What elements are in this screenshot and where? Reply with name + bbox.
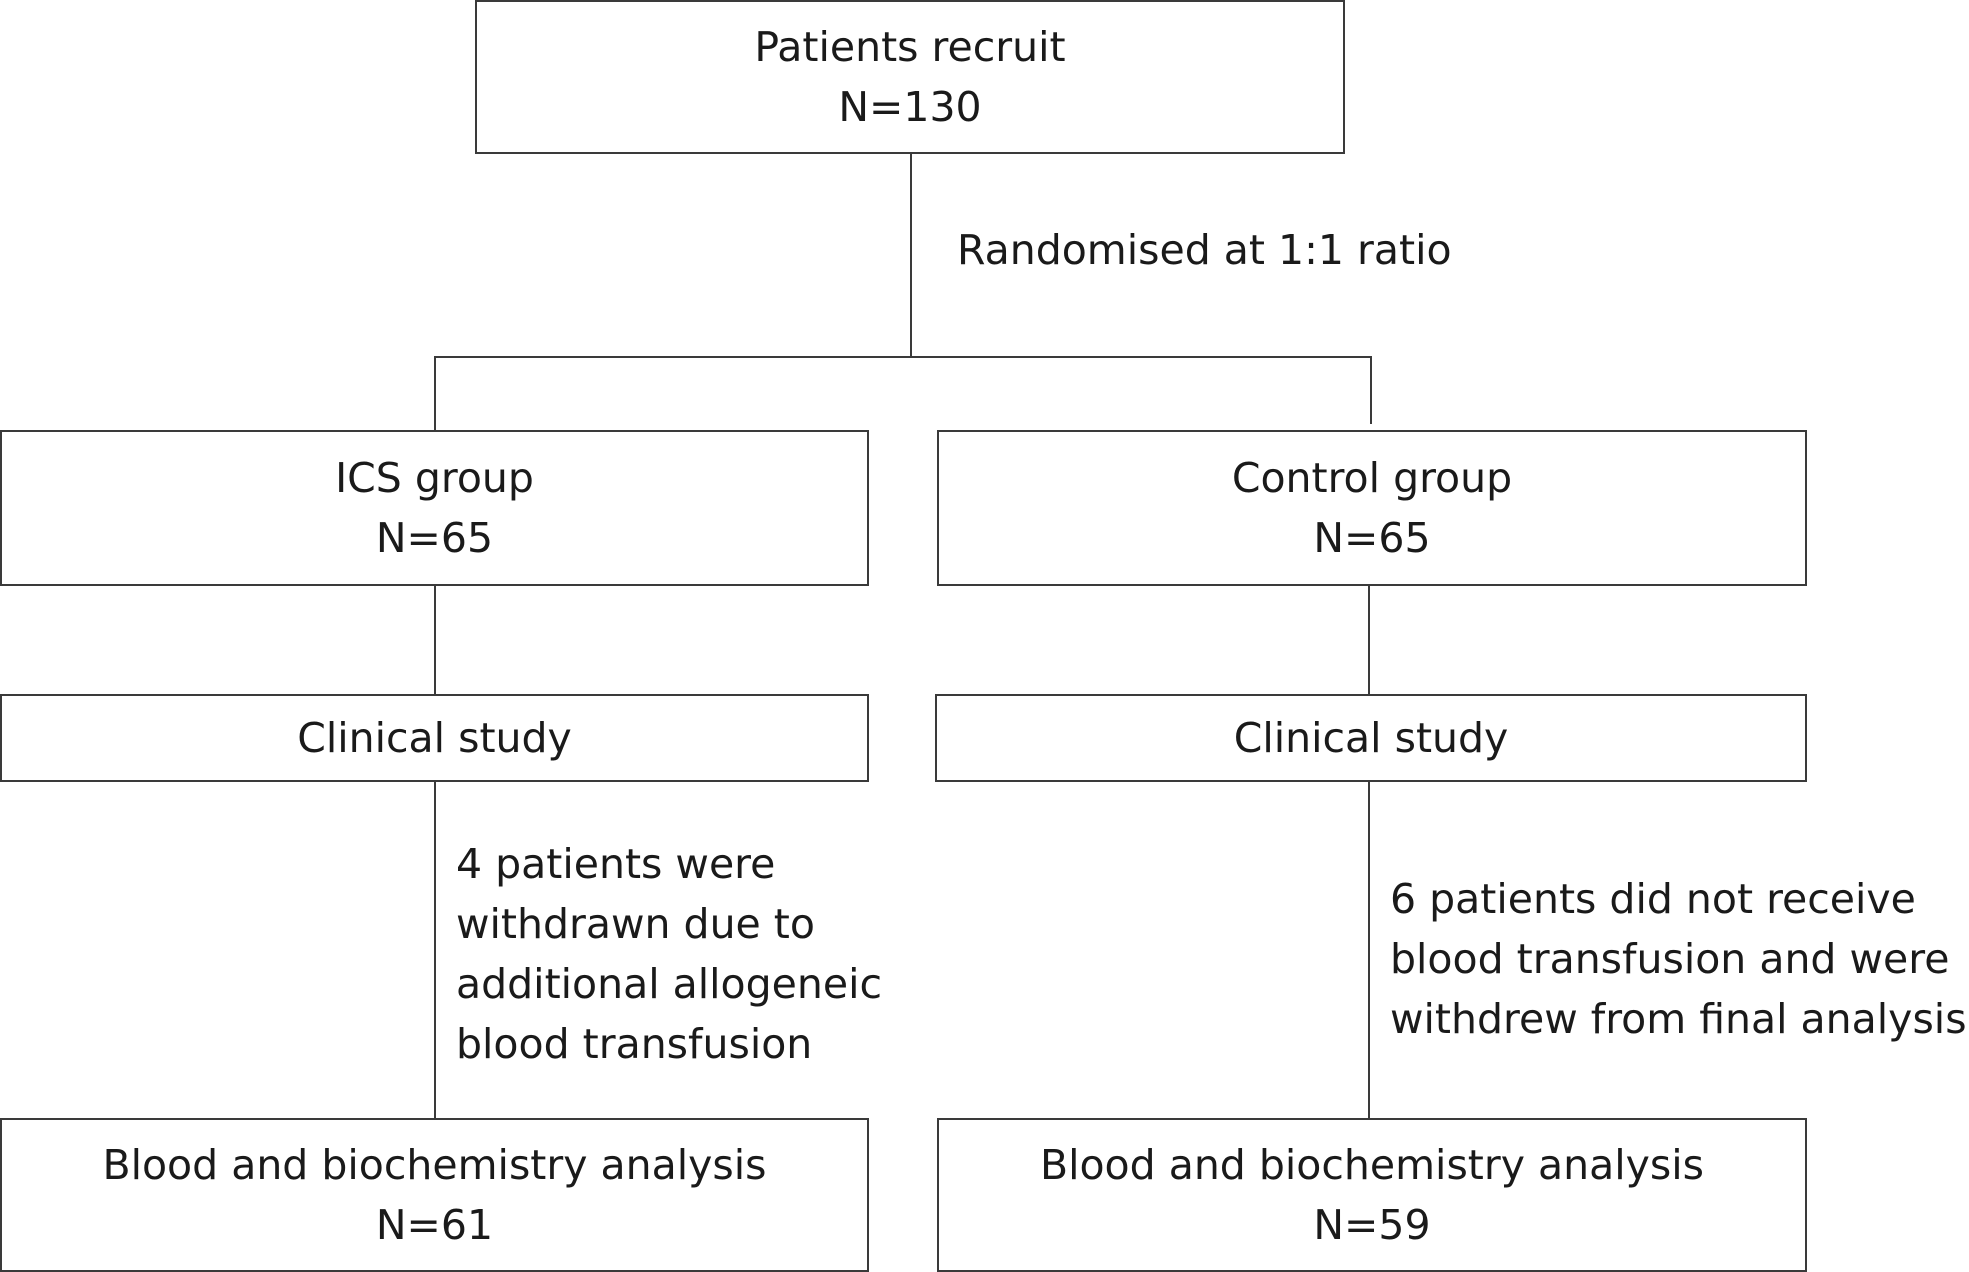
control-withdrawal-note-line: blood transfusion and were — [1390, 935, 1950, 983]
ics-clinical-study-box: Clinical study — [0, 694, 869, 782]
connector-ics-group-to-clinical — [434, 584, 436, 696]
ics-withdrawal-note-line: 4 patients were — [456, 840, 776, 888]
connector-recruit-down — [910, 152, 912, 358]
ics-withdrawal-note-line: withdrawn due to — [456, 900, 815, 948]
recruit-count: N=130 — [838, 83, 982, 131]
ics-withdrawal-note: 4 patients were withdrawn due to additio… — [456, 834, 882, 1074]
connector-ics-clinical-to-analysis — [434, 780, 436, 1120]
connector-split-horizontal — [434, 356, 1372, 358]
ics-group-box: ICS group N=65 — [0, 430, 869, 586]
ics-group-title: ICS group — [335, 454, 534, 502]
control-analysis-title: Blood and biochemistry analysis — [1039, 1141, 1705, 1189]
connector-to-control-group — [1370, 356, 1372, 424]
recruit-title: Patients recruit — [754, 23, 1066, 71]
recruit-box: Patients recruit N=130 — [475, 0, 1345, 154]
control-group-count: N=65 — [1313, 514, 1431, 562]
control-group-title: Control group — [1231, 454, 1513, 502]
control-withdrawal-note: 6 patients did not receive blood transfu… — [1390, 869, 1967, 1049]
control-analysis-count: N=59 — [1313, 1201, 1431, 1249]
ics-analysis-box: Blood and biochemistry analysis N=61 — [0, 1118, 869, 1272]
ics-clinical-study-label: Clinical study — [297, 714, 572, 762]
ics-group-count: N=65 — [375, 514, 494, 562]
control-clinical-study-box: Clinical study — [935, 694, 1807, 782]
connector-control-group-to-clinical — [1368, 584, 1370, 696]
connector-to-ics-group — [434, 356, 436, 432]
ics-analysis-title: Blood and biochemistry analysis — [102, 1141, 767, 1189]
control-withdrawal-note-line: 6 patients did not receive — [1390, 875, 1916, 923]
randomisation-label: Randomised at 1:1 ratio — [957, 220, 1452, 280]
control-withdrawal-note-line: withdrew from final analysis — [1390, 995, 1967, 1043]
ics-withdrawal-note-line: blood transfusion — [456, 1020, 813, 1068]
connector-control-clinical-to-analysis — [1368, 780, 1370, 1120]
ics-analysis-count: N=61 — [375, 1201, 494, 1249]
control-group-box: Control group N=65 — [937, 430, 1807, 586]
ics-withdrawal-note-line: additional allogeneic — [456, 960, 883, 1008]
control-analysis-box: Blood and biochemistry analysis N=59 — [937, 1118, 1807, 1272]
control-clinical-study-label: Clinical study — [1233, 714, 1509, 762]
randomisation-label-text: Randomised at 1:1 ratio — [957, 226, 1452, 274]
